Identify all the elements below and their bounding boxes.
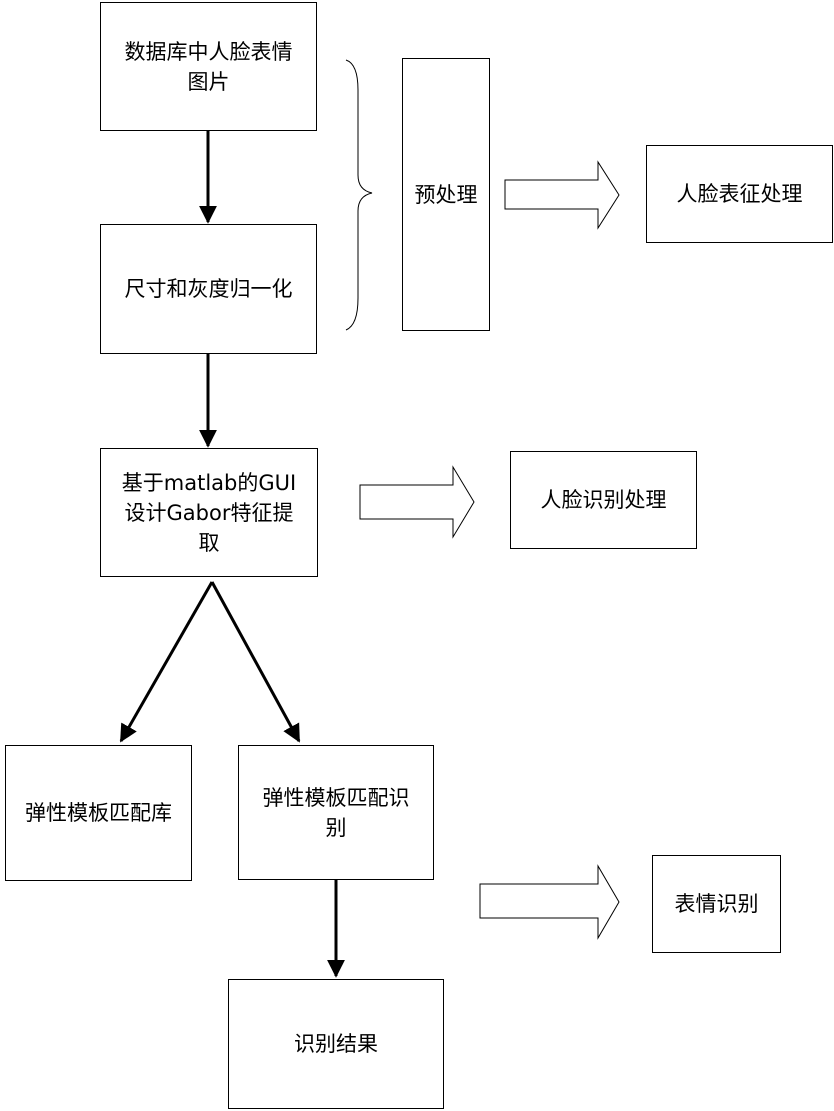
node-face-db-images-label: 数据库中人脸表情 图片 — [124, 39, 293, 94]
node-expression-recognition-label: 表情识别 — [674, 892, 759, 916]
node-face-recognition-label: 人脸识别处理 — [540, 488, 667, 512]
node-ebgm-library: 弹性模板匹配库 — [5, 745, 192, 881]
block-arrow-gabor — [359, 465, 475, 539]
node-ebgm-recognition: 弹性模板匹配识 别 — [238, 745, 434, 880]
node-ebgm-library-label: 弹性模板匹配库 — [25, 801, 172, 825]
node-face-db-images: 数据库中人脸表情 图片 — [100, 2, 317, 131]
grouping-brace — [345, 59, 373, 331]
arrow-gabor-to-recognition — [210, 581, 301, 743]
node-face-representation: 人脸表征处理 — [646, 145, 833, 243]
node-normalize-label: 尺寸和灰度归一化 — [124, 277, 293, 301]
node-ebgm-recognition-label: 弹性模板匹配识 别 — [262, 785, 410, 840]
node-result-label: 识别结果 — [294, 1032, 378, 1056]
node-preprocess-label: 预处理 — [414, 182, 478, 207]
node-preprocess: 预处理 — [402, 58, 490, 331]
arrow-gabor-to-library — [119, 581, 214, 743]
block-arrow-expression — [479, 864, 620, 940]
node-result: 识别结果 — [228, 979, 444, 1109]
node-normalize: 尺寸和灰度归一化 — [100, 224, 317, 354]
node-face-recognition: 人脸识别处理 — [510, 451, 697, 549]
node-expression-recognition: 表情识别 — [652, 855, 781, 953]
block-arrow-preprocess — [504, 160, 620, 230]
node-gabor-feature-label: 基于matlab的GUI 设计Gabor特征提 取 — [121, 470, 297, 555]
node-face-representation-label: 人脸表征处理 — [676, 182, 803, 206]
node-gabor-feature: 基于matlab的GUI 设计Gabor特征提 取 — [100, 448, 318, 577]
